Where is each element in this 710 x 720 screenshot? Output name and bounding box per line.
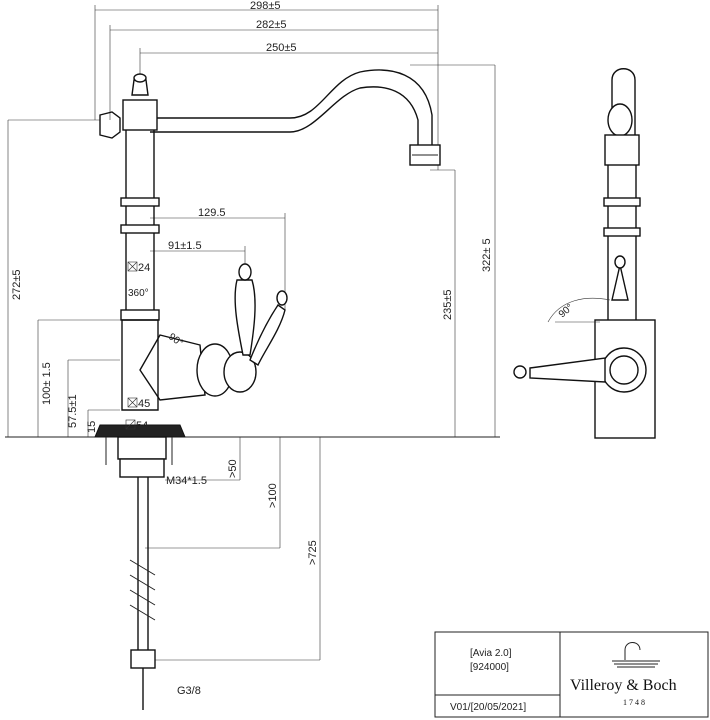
dim-handle-angle: 90° [166,331,185,349]
dim-spout-reach: 250±5 [266,42,297,54]
product-name: [Avia 2.0] [470,648,512,659]
side-view-faucet [513,68,656,439]
faucet-logo-icon [612,642,660,668]
side-knob [99,111,121,139]
dim-overall-width: 298±5 [250,0,281,12]
drawing-version: V01/[20/05/2021] [450,702,526,713]
dim-body-height: 272±5 [11,269,23,300]
dim-min-mount: >100 [267,483,279,508]
dim-wrench-base: 45 [138,398,150,410]
dim-wrench-top: 24 [138,262,150,274]
diameter-base: 54 [125,419,148,432]
dim-base-diameter: 54 [136,420,148,432]
dimension-lines [5,5,500,661]
dim-side-handle-angle: 90° [557,302,576,320]
dim-base-height: 57.5±1 [67,394,79,428]
dim-spout-width: 282±5 [256,19,287,31]
wrench-top: 24 [127,261,150,274]
dim-thread: M34*1.5 [166,475,207,487]
brand-year: 1748 [623,698,647,707]
dimension-labels: 298±5 282±5 250±5 129.5 91±1.5 24 360° 9… [11,0,576,697]
front-view-faucet [94,69,441,710]
brand-name: Villeroy & Boch [570,677,677,694]
dim-handle-reach: 129.5 [198,207,226,219]
dim-connection: G3/8 [177,685,201,697]
dim-handle-height: 100± 1.5 [41,362,53,405]
side-lever [529,357,606,383]
dim-base-thickness: 15 [86,421,98,433]
dim-min-clearance: >50 [227,459,239,478]
base-plate [94,424,186,438]
dim-total-height: 322± 5 [481,238,493,272]
product-code: [924000] [470,662,509,673]
lever-handle [234,279,256,356]
title-block: [Avia 2.0] [924000] V01/[20/05/2021] Vil… [434,631,709,718]
wrench-base: 45 [127,397,150,410]
dim-hose-length: >725 [307,540,319,565]
dim-spout-height: 235±5 [442,289,454,320]
dim-rotation: 360° [128,288,149,299]
dim-handle-offset: 91±1.5 [168,240,202,252]
